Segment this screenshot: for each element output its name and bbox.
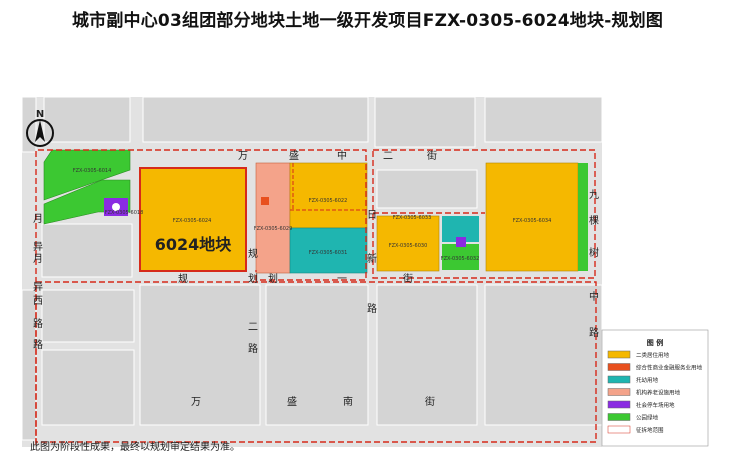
road-label-center-vertical: 路 bbox=[367, 302, 377, 315]
road-label-horizontal: 一 bbox=[337, 274, 347, 285]
legend: 图 例 二类居住用地综合性商业金融服务业用地托幼用地机构养老设施用地社会停车场用… bbox=[601, 329, 709, 447]
road-label-bottom: 南 bbox=[343, 395, 353, 408]
legend-swatch bbox=[607, 375, 631, 384]
page-title: 城市副中心03组团部分地块土地一级开发项目FZX-0305-6024地块-规划图 bbox=[71, 11, 664, 31]
road-label-bottom: 街 bbox=[425, 395, 435, 408]
road-label-right: 中 bbox=[589, 290, 599, 303]
legend-label: 机构养老设施用地 bbox=[636, 389, 681, 397]
main-parcel-label: 6024地块 bbox=[155, 235, 233, 254]
road-label-horizontal: 街 bbox=[403, 272, 413, 285]
legend-swatch bbox=[607, 350, 631, 359]
parcel-code-i: FZX-0305-6018 bbox=[105, 210, 144, 216]
road-label-left2: 月 bbox=[33, 253, 43, 265]
parcel-elderly bbox=[255, 162, 291, 274]
legend-label: 征拆地范围 bbox=[636, 426, 664, 434]
park-parcels bbox=[43, 149, 131, 225]
road-label-mid-vertical: 路 bbox=[248, 342, 258, 355]
legend-swatch bbox=[607, 363, 631, 371]
legend-label: 综合性商业金融服务业用地 bbox=[636, 364, 703, 372]
road-label-bottom: 万 bbox=[191, 397, 201, 408]
legend-swatch bbox=[607, 388, 631, 396]
road-label-top: 盛 bbox=[289, 149, 299, 162]
legend-label: 社会停车场用地 bbox=[636, 401, 675, 409]
parcel-6030 bbox=[376, 215, 440, 272]
parcel-park-2 bbox=[442, 244, 479, 270]
road-label-right: 树 bbox=[589, 246, 599, 259]
road-label-horizontal: 规 bbox=[178, 272, 188, 285]
parcel-code-b: FZX-0305-6029 bbox=[254, 226, 293, 232]
road-label-left2: 西 bbox=[33, 296, 43, 307]
parcel-code-f: FZX-0305-6034 bbox=[513, 218, 552, 224]
road-label-top: 街 bbox=[427, 149, 437, 162]
parcel-code-a: FZX-0305-6024 bbox=[173, 218, 212, 224]
parcel-code-j: FZX-0305-6032 bbox=[441, 256, 480, 262]
parking-parcel-2 bbox=[456, 237, 466, 247]
legend-swatch bbox=[607, 413, 631, 421]
road-label-left2: 异 bbox=[33, 281, 43, 293]
other-blocks bbox=[21, 96, 603, 441]
road-label-left: 月 bbox=[33, 213, 43, 225]
legend-title: 图 例 bbox=[647, 338, 663, 347]
road-label-right: 九 bbox=[589, 189, 599, 201]
parking-icon bbox=[112, 203, 120, 211]
road-label-mid-vertical: 规 bbox=[248, 247, 258, 260]
road-label-right: 路 bbox=[589, 326, 599, 339]
road-label-top: 万 bbox=[238, 151, 248, 162]
road-label-horizontal: 划 bbox=[268, 272, 278, 285]
legend-swatch bbox=[607, 400, 631, 409]
legend-label: 公园绿地 bbox=[636, 414, 659, 422]
parcel-code-h: FZX-0305-6014 bbox=[73, 168, 112, 174]
parcel-6022 bbox=[289, 162, 368, 229]
parcel-kindergarten-1 bbox=[289, 227, 368, 274]
road-label-mid-vertical: 二 bbox=[248, 322, 258, 333]
legend-swatch bbox=[607, 425, 631, 434]
commerce-mark bbox=[261, 197, 269, 205]
parcel-code-e: FZX-0305-6033 bbox=[393, 215, 432, 221]
acquisition-boundary bbox=[35, 149, 597, 445]
north-label: N bbox=[36, 109, 44, 120]
road-label-bottom: 盛 bbox=[287, 395, 297, 408]
parcel-park-3 bbox=[578, 163, 588, 271]
north-arrow: N bbox=[26, 109, 54, 147]
road-label-center-vertical: 新 bbox=[367, 252, 377, 265]
road-label-top: 中 bbox=[337, 149, 347, 162]
road-label-left: 异 bbox=[33, 241, 43, 253]
road-labels: 万盛中二街万盛南街月异路月异西路规划二路规划一街日新路九棵树中路 bbox=[33, 149, 599, 408]
parcel-code-d: FZX-0305-6030 bbox=[389, 243, 428, 249]
legend-label: 托幼用地 bbox=[636, 376, 659, 384]
road-label-center-vertical: 日 bbox=[367, 210, 377, 221]
parcel-code-g: FZX-0305-6031 bbox=[309, 250, 348, 256]
road-label-left: 路 bbox=[33, 338, 43, 351]
road-label-mid-vertical: 划 bbox=[248, 272, 258, 285]
road-label-right: 棵 bbox=[589, 214, 599, 227]
parcel-6024 bbox=[139, 167, 247, 272]
road-label-left2: 路 bbox=[33, 317, 43, 330]
parcel-6034 bbox=[485, 162, 579, 272]
road-label-top: 二 bbox=[383, 151, 393, 162]
parcel-code-c: FZX-0305-6022 bbox=[309, 198, 348, 204]
legend-label: 二类居住用地 bbox=[636, 351, 670, 359]
disclaimer-note: 此图为阶段性成果，最终以规划审定结果为准。 bbox=[30, 442, 240, 453]
